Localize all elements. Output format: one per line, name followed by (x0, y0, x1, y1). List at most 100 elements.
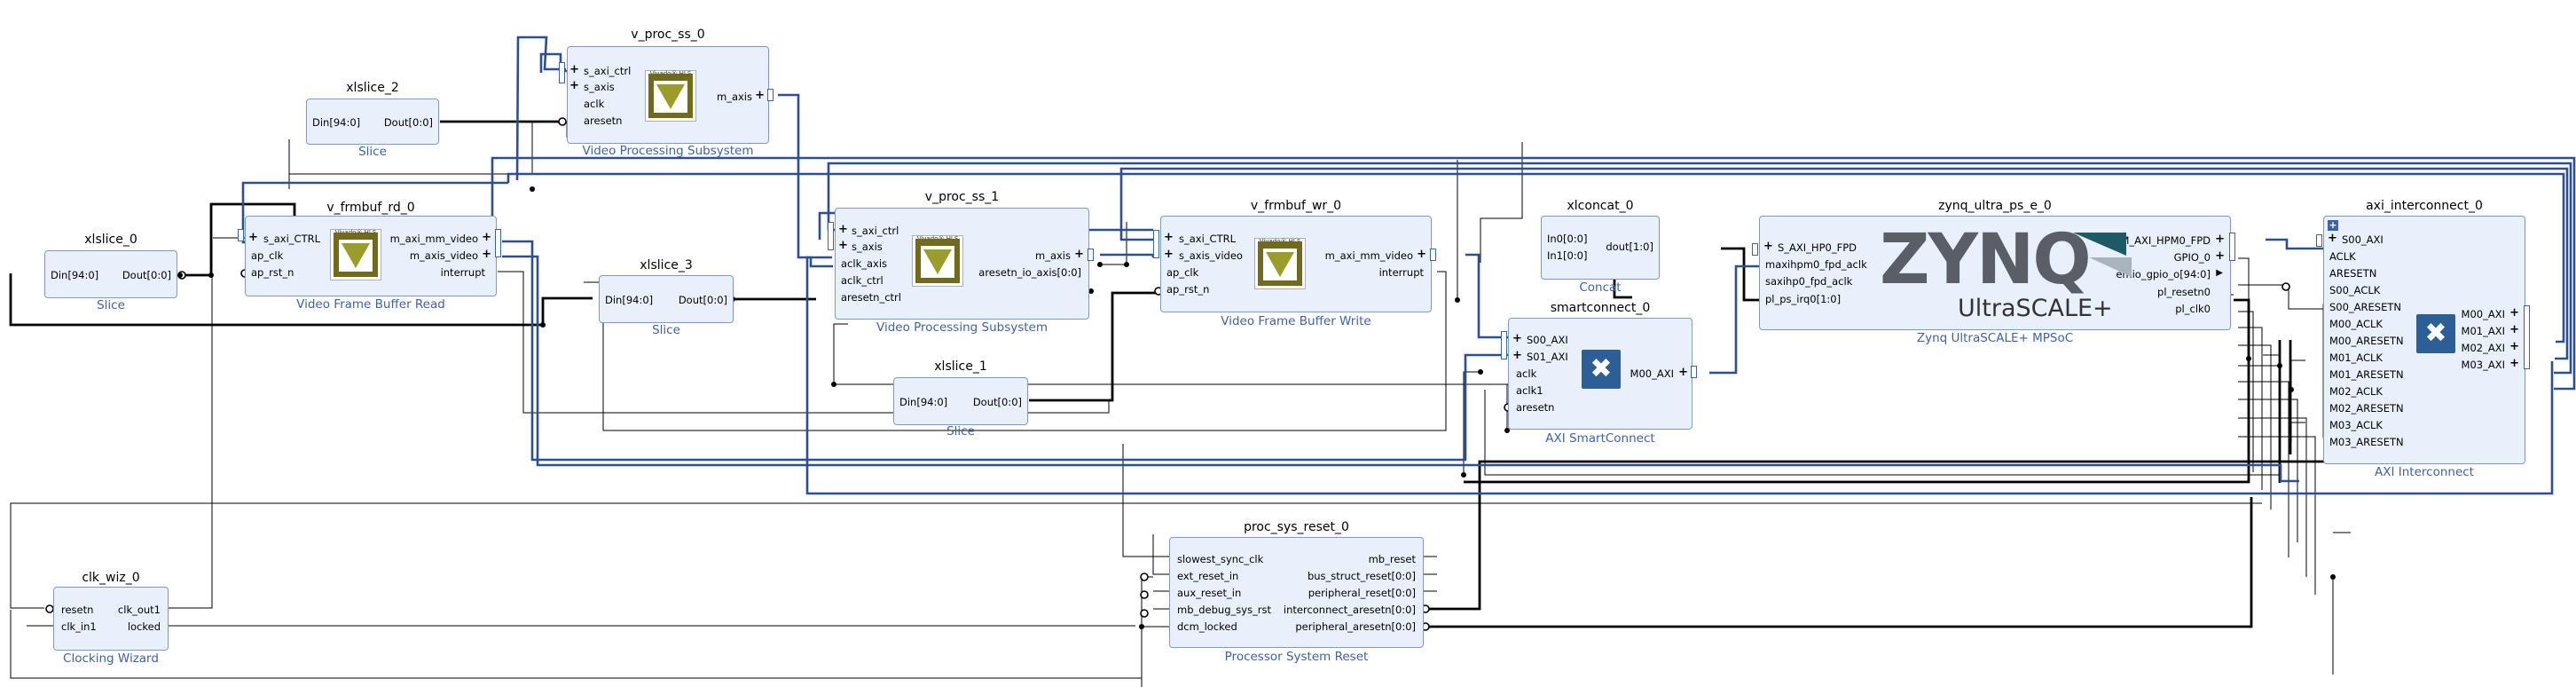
zynq-pin-saxihp0_fpd_aclk[interactable]: saxihp0_fpd_aclk (1765, 275, 1853, 288)
zynq-pin-pl_resetn0[interactable]: pl_resetn0 (2157, 286, 2211, 298)
xlslice_2-block[interactable]: Din[94:0] Dout[0:0] (306, 99, 439, 145)
zynq-pin-pl_clk0[interactable]: pl_clk0 (2175, 303, 2211, 315)
plus-icon[interactable]: + (755, 89, 765, 102)
axi_interconnect_0-block[interactable]: + + S00_AXI ACLK ARESETN S00_ACLK S00_AR… (2323, 216, 2525, 464)
v_frmbuf_wr_0-pin-s_axis_video[interactable]: s_axis_video (1179, 249, 1243, 262)
xlconcat_0-block[interactable]: In0[0:0] In1[0:0] dout[1:0] (1541, 216, 1660, 280)
plus-icon[interactable]: + (1164, 248, 1174, 261)
psr-pin-ext_reset_in[interactable]: ext_reset_in (1177, 570, 1239, 582)
v_frmbuf_rd_0-pin-m_axis_video[interactable]: m_axis_video (409, 249, 478, 262)
clk_wiz_0-pin-locked[interactable]: locked (127, 620, 161, 633)
collapse-icon[interactable]: + (2328, 219, 2338, 231)
plus-icon[interactable]: + (1678, 366, 1688, 379)
plus-icon[interactable]: + (2509, 323, 2519, 336)
v_frmbuf_rd_0-pin-ap_rst_n[interactable]: ap_rst_n (251, 266, 295, 279)
psr-pin-bus_struct_reset[interactable]: bus_struct_reset[0:0] (1307, 570, 1416, 582)
psr-pin-slowest_sync_clk[interactable]: slowest_sync_clk (1177, 553, 1264, 565)
plus-icon[interactable]: + (2215, 249, 2225, 263)
smartconnect_0-pin-M00_AXI[interactable]: M00_AXI (1630, 367, 1674, 380)
interface-port-bar[interactable] (1088, 249, 1094, 261)
plus-icon[interactable]: + (2509, 340, 2519, 353)
v_proc_ss_1-pin-m_axis[interactable]: m_axis (1035, 249, 1071, 262)
plus-icon[interactable]: + (1074, 248, 1084, 261)
proc_sys_reset_0-block[interactable]: slowest_sync_clk ext_reset_in aux_reset_… (1169, 537, 1424, 648)
plus-icon[interactable]: + (838, 239, 848, 252)
smartconnect_0-pin-S00_AXI[interactable]: S00_AXI (1527, 334, 1568, 346)
plus-icon[interactable]: + (1763, 240, 1773, 253)
axi_ic-pin-M01_ACLK[interactable]: M01_ACLK (2329, 351, 2383, 364)
plus-icon[interactable]: + (2509, 357, 2519, 370)
axi_ic-pin-M02_AXI[interactable]: M02_AXI (2461, 342, 2505, 354)
v_frmbuf_wr_0-block[interactable]: + s_axi_CTRL + s_axis_video ap_clk ap_rs… (1160, 216, 1432, 312)
v_proc_ss_1-pin-aresetn_io_axis[interactable]: aresetn_io_axis[0:0] (978, 266, 1081, 279)
v_frmbuf_rd_0-block[interactable]: + s_axi_CTRL ap_clk ap_rst_n m_axi_mm_vi… (245, 216, 497, 296)
xlslice_3-in-pin[interactable]: Din[94:0] (605, 294, 654, 306)
v_frmbuf_rd_0-pin-s_axi_CTRL[interactable]: s_axi_CTRL (263, 233, 320, 245)
zynq-pin-GPIO_0[interactable]: GPIO_0 (2173, 251, 2211, 264)
v_proc_ss_0-pin-m_axis[interactable]: m_axis (717, 91, 752, 103)
xlslice_1-block[interactable]: Din[94:0] Dout[0:0] (893, 377, 1028, 425)
axi_ic-pin-S00_AXI[interactable]: S00_AXI (2342, 233, 2384, 246)
xlslice_1-in-pin[interactable]: Din[94:0] (899, 396, 948, 408)
psr-pin-interconnect_aresetn[interactable]: interconnect_aresetn[0:0] (1283, 604, 1416, 616)
v_proc_ss_1-pin-aclk_axis[interactable]: aclk_axis (841, 257, 888, 270)
axi_ic-pin-ACLK[interactable]: ACLK (2329, 250, 2356, 263)
axi_ic-pin-M01_AXI[interactable]: M01_AXI (2461, 325, 2505, 337)
xlconcat_0-pin-In1[interactable]: In1[0:0] (1547, 249, 1588, 262)
zynq-pin-S_AXI_HP0_FPD[interactable]: S_AXI_HP0_FPD (1778, 241, 1857, 254)
axi_ic-pin-S00_ARESETN[interactable]: S00_ARESETN (2329, 301, 2401, 313)
psr-pin-peripheral_reset[interactable]: peripheral_reset[0:0] (1308, 587, 1416, 599)
xlslice_0-out-pin[interactable]: Dout[0:0] (122, 269, 171, 281)
plus-icon[interactable]: + (2509, 306, 2519, 320)
psr-pin-peripheral_aresetn[interactable]: peripheral_aresetn[0:0] (1295, 620, 1416, 633)
zynq-pin-emio_gpio_o[interactable]: emio_gpio_o[94:0] (2116, 268, 2211, 280)
smartconnect_0-pin-aclk1[interactable]: aclk1 (1516, 384, 1543, 397)
interface-port-bar[interactable] (828, 222, 834, 250)
axi_ic-pin-M02_ARESETN[interactable]: M02_ARESETN (2329, 402, 2404, 415)
axi_ic-pin-ARESETN[interactable]: ARESETN (2329, 267, 2377, 280)
plus-icon[interactable]: + (569, 79, 579, 92)
interface-port-bar[interactable] (559, 62, 565, 83)
interface-port-bar[interactable] (2229, 233, 2235, 261)
interface-port-bar[interactable] (1752, 243, 1758, 256)
psr-pin-dcm_locked[interactable]: dcm_locked (1177, 620, 1237, 633)
clk_wiz_0-pin-clk_out1[interactable]: clk_out1 (117, 604, 161, 616)
clk_wiz_0-block[interactable]: resetn clk_in1 clk_out1 locked (53, 587, 169, 651)
psr-pin-mb_reset[interactable]: mb_reset (1368, 553, 1416, 565)
xlconcat_0-pin-dout[interactable]: dout[1:0] (1606, 241, 1653, 253)
plus-icon[interactable]: + (1512, 349, 1522, 362)
xlslice_0-block[interactable]: Din[94:0] Dout[0:0] (44, 250, 177, 298)
interface-port-bar[interactable] (238, 229, 244, 241)
xlslice_2-out-pin[interactable]: Dout[0:0] (383, 116, 433, 129)
interface-port-bar[interactable] (1153, 230, 1159, 258)
v_proc_ss_0-pin-aclk[interactable]: aclk (584, 98, 605, 110)
interface-port-bar[interactable] (495, 229, 501, 257)
v_proc_ss_1-pin-aresetn_ctrl[interactable]: aresetn_ctrl (841, 291, 901, 304)
plus-icon[interactable]: + (1164, 231, 1174, 244)
xlslice_3-out-pin[interactable]: Dout[0:0] (678, 294, 727, 306)
axi_ic-pin-M00_AXI[interactable]: M00_AXI (2461, 308, 2505, 320)
smartconnect_0-pin-aclk[interactable]: aclk (1516, 367, 1537, 380)
smartconnect_0-pin-aresetn[interactable]: aresetn (1516, 401, 1555, 414)
axi_ic-pin-M00_ARESETN[interactable]: M00_ARESETN (2329, 335, 2404, 347)
v_frmbuf_wr_0-pin-m_axi_mm_video[interactable]: m_axi_mm_video (1324, 249, 1413, 262)
interface-port-bar[interactable] (2524, 305, 2530, 369)
smartconnect_0-block[interactable]: + S00_AXI + S01_AXI aclk aclk1 aresetn M… (1508, 318, 1692, 430)
axi_ic-pin-S00_ACLK[interactable]: S00_ACLK (2329, 284, 2381, 296)
v_proc_ss_0-pin-s_axi_ctrl[interactable]: s_axi_ctrl (584, 65, 632, 77)
axi_ic-pin-M02_ACLK[interactable]: M02_ACLK (2329, 385, 2383, 398)
plus-icon[interactable]: + (569, 63, 579, 76)
plus-icon[interactable]: + (482, 248, 491, 261)
v_frmbuf_rd_0-pin-ap_clk[interactable]: ap_clk (251, 249, 284, 262)
clk_wiz_0-pin-clk_in1[interactable]: clk_in1 (61, 620, 97, 633)
axi_ic-pin-M03_ACLK[interactable]: M03_ACLK (2329, 419, 2383, 431)
interface-port-bar[interactable] (1691, 366, 1697, 378)
v_proc_ss_0-pin-s_axis[interactable]: s_axis (584, 81, 615, 93)
xlslice_2-in-pin[interactable]: Din[94:0] (312, 116, 361, 129)
axi_ic-pin-M03_ARESETN[interactable]: M03_ARESETN (2329, 436, 2404, 448)
plus-icon[interactable]: + (838, 223, 848, 236)
v_frmbuf_wr_0-pin-interrupt[interactable]: interrupt (1378, 266, 1424, 279)
plus-icon[interactable]: + (1417, 248, 1426, 261)
zynq-pin-pl_ps_irq0[interactable]: pl_ps_irq0[1:0] (1765, 293, 1842, 305)
v_frmbuf_rd_0-pin-m_axi_mm_video[interactable]: m_axi_mm_video (389, 233, 478, 245)
